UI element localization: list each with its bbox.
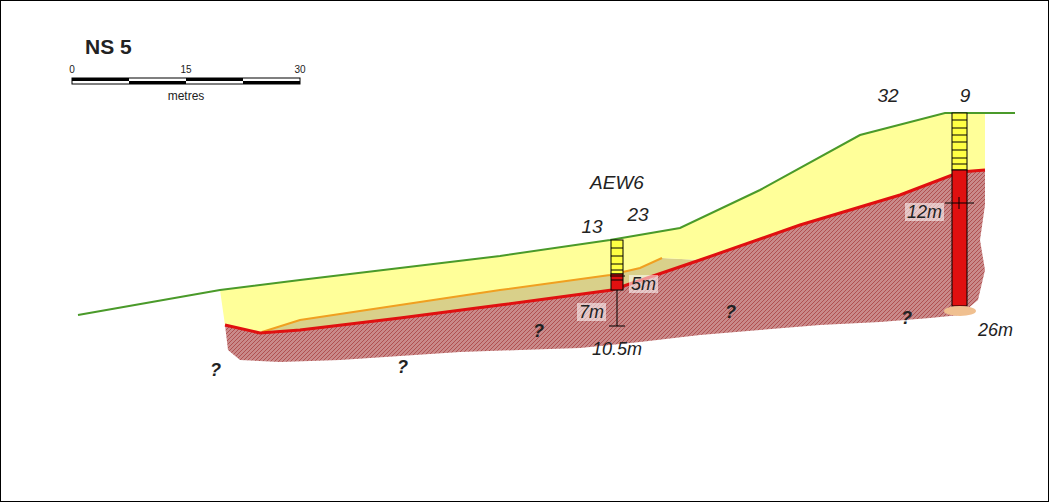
borehole-log <box>611 240 623 274</box>
depth-label: 5m <box>629 275 658 293</box>
scale-bar <box>243 81 300 84</box>
unknown-mark: ? <box>725 303 736 321</box>
depth-label: 12m <box>905 203 944 221</box>
borehole-log <box>952 170 967 306</box>
scale-bar <box>72 78 129 81</box>
cover-sediment <box>220 113 985 332</box>
borehole-depth <box>945 197 974 209</box>
borehole-number: 9 <box>960 86 971 105</box>
bedrock-surface <box>225 170 985 333</box>
unknown-mark: ? <box>397 358 408 376</box>
unknown-mark: ? <box>533 322 544 340</box>
depth-label: 10.5m <box>592 340 642 358</box>
borehole-log <box>611 248 623 280</box>
section-title: NS 5 <box>85 36 132 57</box>
borehole-number: 23 <box>627 205 648 224</box>
scale-bar <box>129 81 186 84</box>
scale-unit: metres <box>168 90 205 102</box>
borehole-number: 32 <box>877 86 898 105</box>
contact-line <box>262 258 662 332</box>
unknown-mark: ? <box>901 309 912 327</box>
borehole-number: 13 <box>581 217 602 236</box>
borehole-name: AEW6 <box>590 173 644 192</box>
scale-bar <box>186 78 243 81</box>
borehole-base <box>944 306 976 316</box>
depth-label: 26m <box>978 321 1013 339</box>
depth-label: 7m <box>577 303 606 321</box>
ground-surface <box>78 113 1015 315</box>
borehole-log <box>952 113 967 170</box>
scale-value: 30 <box>294 65 305 75</box>
scale-bar <box>72 78 300 84</box>
scale-value: 0 <box>69 65 75 75</box>
unknown-mark: ? <box>210 361 221 379</box>
borehole-log <box>952 120 967 164</box>
borehole-depth <box>609 276 625 326</box>
scale-value: 15 <box>180 65 191 75</box>
